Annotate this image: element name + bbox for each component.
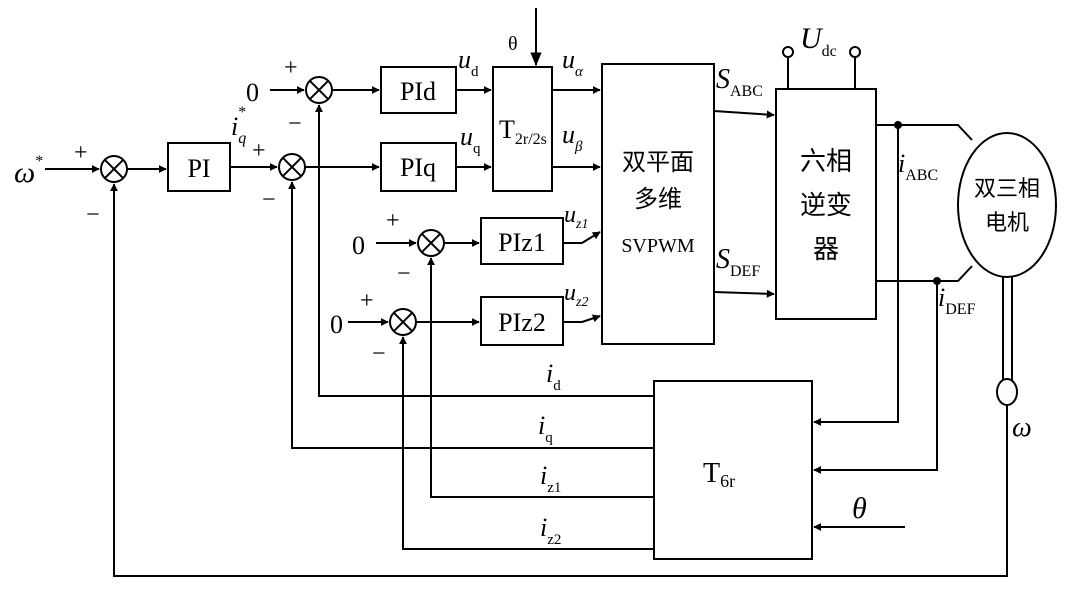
pi-speed-label: PI — [187, 154, 210, 183]
svg-text:+: + — [386, 208, 400, 234]
theta-top-label: θ — [508, 33, 518, 55]
svpwm-line2: 多维 — [634, 185, 682, 213]
piz2-block — [480, 296, 564, 346]
zero-z1: 0 — [352, 231, 365, 260]
piz1-label: PIz1 — [498, 228, 546, 257]
inverter-line3: 器 — [813, 235, 839, 265]
iq-ref-label: iq* — [231, 104, 246, 147]
pi-speed-block — [167, 142, 231, 192]
inverter-line1: 六相 — [800, 147, 852, 177]
uq-label: uq — [460, 122, 481, 157]
iz2-label: iz2 — [540, 513, 561, 548]
forward-wires — [45, 8, 973, 326]
feedback-wires — [110, 104, 1018, 577]
pid-label: PId — [400, 77, 436, 106]
svg-text:−: − — [262, 187, 276, 213]
piz1-block — [480, 217, 564, 265]
sabc-label: SABC — [716, 64, 763, 100]
iabc-label: iABC — [898, 149, 938, 184]
svg-text:−: − — [288, 111, 302, 137]
sum-iz1 — [417, 229, 445, 257]
svpwm-block — [601, 63, 715, 345]
iz1-label: iz1 — [540, 461, 561, 496]
sum-iq — [278, 153, 306, 181]
inverter-line2: 逆变 — [800, 191, 852, 221]
piz2-label: PIz2 — [498, 308, 546, 337]
svpwm-line1: 双平面 — [622, 148, 694, 176]
svg-text:+: + — [360, 288, 374, 314]
motor-line1: 双三相 — [974, 177, 1040, 202]
svg-text:+: + — [284, 55, 298, 81]
id-label: id — [546, 359, 561, 394]
omega-fb-label: ω — [1012, 412, 1032, 443]
sum-iz2 — [389, 308, 417, 336]
ualpha-label: uα — [562, 45, 584, 80]
uz1-label: uz1 — [564, 202, 588, 232]
motor-block — [957, 132, 1057, 278]
sdef-label: SDEF — [716, 244, 760, 280]
svg-text:+: + — [252, 138, 266, 164]
svg-text:−: − — [372, 341, 386, 367]
t2r2s-label: T2r/2s — [499, 115, 547, 148]
iq-label: iq — [538, 411, 553, 446]
omega-ref-label: ω* — [14, 153, 43, 189]
zero-d: 0 — [246, 78, 259, 107]
theta-t6r-label: θ — [852, 492, 867, 525]
svg-text:−: − — [397, 261, 411, 287]
t6r-block — [653, 380, 813, 560]
ud-label: ud — [458, 45, 479, 80]
idef-label: iDEF — [938, 283, 976, 318]
sum-id — [305, 76, 333, 104]
zero-z2: 0 — [330, 310, 343, 339]
svg-text:+: + — [74, 140, 88, 166]
piq-label: PIq — [400, 153, 436, 182]
t2r2s-block — [492, 66, 553, 192]
signs: + − + − + − + − + − — [74, 55, 411, 367]
udc-label: Udc — [800, 22, 837, 60]
pid-block — [380, 66, 457, 114]
svpwm-line3: SVPWM — [621, 235, 695, 257]
ubeta-label: uβ — [562, 120, 583, 155]
sum-speed — [100, 155, 128, 183]
motor-line2: 电机 — [985, 211, 1029, 236]
inverter-block — [775, 88, 877, 320]
uz2-label: uz2 — [564, 280, 588, 310]
t6r-label: T6r — [703, 458, 735, 491]
svg-text:−: − — [86, 202, 100, 228]
piq-block — [380, 142, 457, 192]
